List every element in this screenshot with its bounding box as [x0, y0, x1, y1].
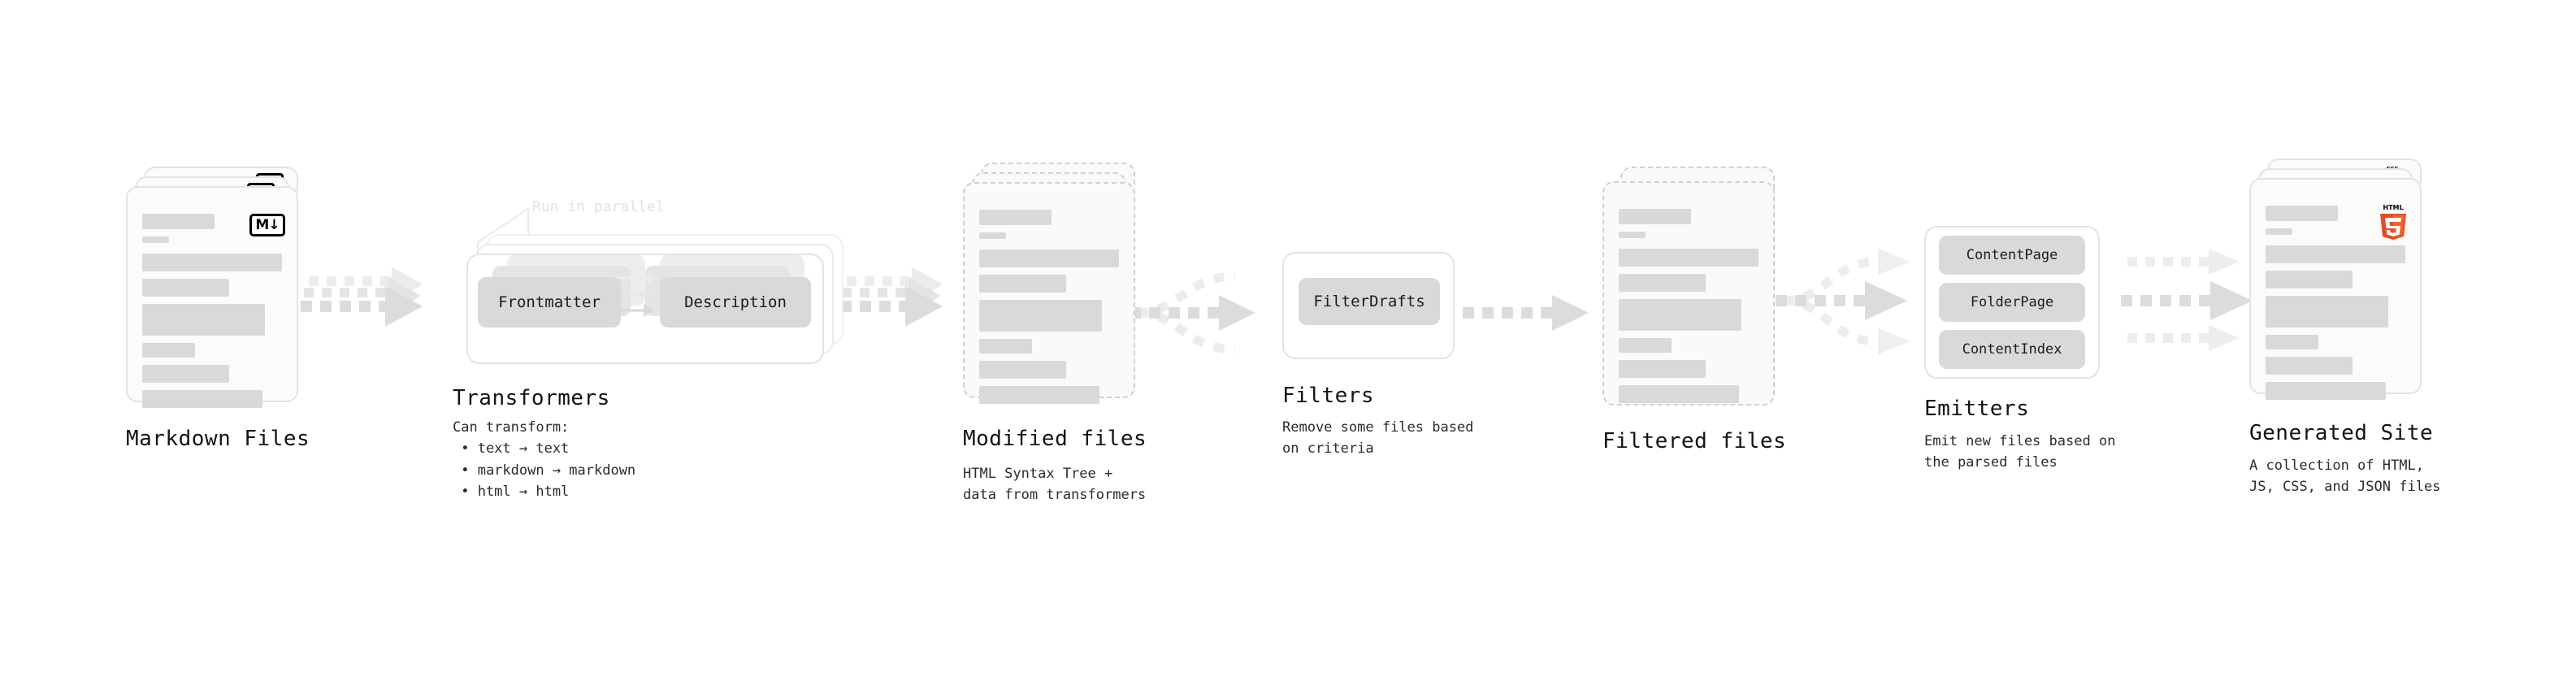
- transformer-chip-frontmatter[interactable]: Frontmatter: [478, 277, 621, 327]
- stage-heading-filters: Filters: [1282, 384, 1375, 408]
- emitter-chip-contentindex[interactable]: ContentIndex: [1939, 330, 2085, 369]
- skeleton-bar: [1619, 232, 1646, 238]
- svg-text:HTML: HTML: [2383, 204, 2403, 211]
- stage-heading-transformers: Transformers: [453, 386, 610, 410]
- skeleton-bar: [142, 236, 169, 243]
- generated-site-skeleton: HTML: [2249, 178, 2422, 400]
- skeleton-bar: [2266, 245, 2405, 263]
- filtered-file-skeleton: [1602, 181, 1775, 403]
- stage-heading-markdown-files: Markdown Files: [126, 427, 310, 451]
- emitter-chip-folderpage[interactable]: FolderPage: [1939, 283, 2085, 322]
- stage-caption-modified-files: HTML Syntax Tree + data from transformer…: [963, 466, 1147, 504]
- stage-heading-filtered-files: Filtered files: [1602, 429, 1787, 453]
- arrow-filters-to-filtered: [1463, 295, 1589, 331]
- skeleton-bar: [1619, 360, 1706, 378]
- filter-chip-filterdrafts[interactable]: FilterDrafts: [1299, 278, 1440, 325]
- skeleton-bar: [142, 304, 266, 336]
- markdown-icon: M↓: [249, 214, 285, 236]
- skeleton-bar: [2266, 357, 2353, 375]
- stage-caption-generated-site: A collection of HTML, JS, CSS, and JSON …: [2249, 458, 2441, 496]
- stage-heading-modified-files: Modified files: [963, 427, 1147, 451]
- stage-caption-emitters: Emit new files based on the parsed files: [1924, 433, 2116, 471]
- skeleton-bar: [979, 300, 1103, 332]
- skeleton-bar: [142, 279, 229, 297]
- skeleton-bar: [1619, 385, 1739, 403]
- arrow-transformers-to-modified: [821, 267, 943, 327]
- markdown-files-stack: M↓ M↓ M↓: [126, 167, 298, 408]
- skeleton-bar: [979, 232, 1006, 239]
- stage-caption-transformers: Can transform: • text → text • markdown …: [453, 419, 636, 501]
- arrow-modified-to-filters: [1130, 271, 1255, 354]
- skeleton-bar: [2266, 228, 2292, 235]
- skeleton-bar: [142, 365, 229, 383]
- skeleton-bar: [2266, 335, 2319, 349]
- skeleton-bar: [142, 214, 215, 229]
- modified-file-skeleton: [963, 182, 1135, 404]
- generated-site-stack: CSS HTML: [2249, 158, 2422, 400]
- skeleton-bar: [1619, 249, 1759, 267]
- emitter-chip-contentpage[interactable]: ContentPage: [1939, 236, 2085, 275]
- skeleton-bar: [2266, 296, 2389, 327]
- skeleton-bar: [1619, 299, 1742, 331]
- stage-heading-generated-site: Generated Site: [2249, 421, 2434, 445]
- arrow-filtered-to-emitters: [1776, 249, 1910, 354]
- modified-files-stack: [963, 163, 1135, 404]
- skeleton-bar: [1619, 338, 1672, 353]
- skeleton-bar: [979, 386, 1099, 404]
- skeleton-bar: [142, 390, 262, 408]
- skeleton-bar: [1619, 209, 1692, 224]
- skeleton-bar: [142, 343, 196, 358]
- filtered-files-stack: [1602, 167, 1775, 406]
- arrow-markdown-to-transformers: [301, 267, 423, 327]
- skeleton-bar: [979, 275, 1066, 293]
- run-in-parallel-label: Run in parallel: [532, 198, 665, 215]
- arrow-emitters-to-site: [2121, 249, 2253, 351]
- html5-icon: HTML: [2376, 202, 2410, 240]
- skeleton-bar: [979, 361, 1066, 379]
- stage-caption-filters: Remove some files based on criteria: [1282, 419, 1474, 458]
- skeleton-bar: [979, 249, 1119, 267]
- skeleton-bar: [2266, 206, 2339, 221]
- skeleton-bar: [2266, 382, 2386, 400]
- markdown-file-skeleton: M↓: [126, 186, 298, 408]
- skeleton-bar: [142, 254, 282, 271]
- skeleton-bar: [979, 339, 1033, 354]
- transformer-chip-description[interactable]: Description: [660, 277, 811, 327]
- skeleton-bar: [1619, 274, 1706, 292]
- skeleton-bar: [2266, 271, 2353, 288]
- skeleton-bar: [979, 210, 1052, 225]
- stage-heading-emitters: Emitters: [1924, 397, 2030, 421]
